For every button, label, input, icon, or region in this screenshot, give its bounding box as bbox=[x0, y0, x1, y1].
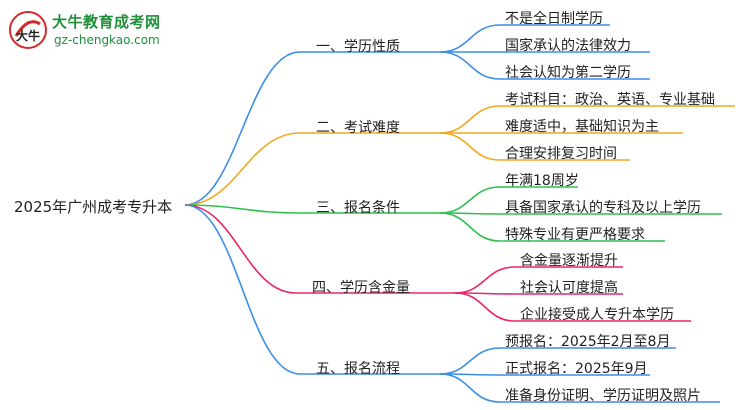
leaf-3-2: 具备国家承认的专科及以上学历 bbox=[505, 200, 701, 216]
branch-5-connector bbox=[184, 204, 301, 375]
leaf-3-1-connector bbox=[439, 186, 501, 214]
leaf-5-2: 正式报名：2025年9月 bbox=[505, 361, 648, 377]
branch-3-label: 三、报名条件 bbox=[316, 200, 400, 216]
leaf-1-1-connector bbox=[439, 24, 501, 53]
leaf-5-3: 准备身份证明、学历证明及照片 bbox=[505, 388, 701, 404]
leaf-2-3-connector bbox=[439, 132, 501, 161]
branch-1-label: 一、学历性质 bbox=[316, 39, 400, 55]
logo: 大牛 大牛教育成考网 gz-chengkao.com bbox=[6, 8, 196, 54]
svg-text:大牛: 大牛 bbox=[16, 28, 40, 43]
leaf-2-1: 考试科目：政治、英语、专业基础 bbox=[505, 92, 715, 108]
leaf-2-3: 合理安排复习时间 bbox=[505, 146, 617, 162]
leaf-1-1: 不是全日制学历 bbox=[505, 11, 603, 27]
leaf-2-1-connector bbox=[439, 105, 501, 134]
branch-1-connector bbox=[184, 51, 301, 206]
leaf-1-2: 国家承认的法律效力 bbox=[505, 38, 631, 54]
leaf-1-3: 社会认知为第二学历 bbox=[505, 65, 631, 81]
leaf-5-1-connector bbox=[439, 347, 501, 375]
branch-3-connector bbox=[184, 204, 301, 214]
leaf-3-3-connector bbox=[439, 212, 501, 242]
leaf-4-1-connector bbox=[454, 266, 516, 294]
branch-4-label: 四、学历含金量 bbox=[312, 280, 410, 296]
leaf-4-3-connector bbox=[454, 292, 516, 322]
branch-4-connector bbox=[184, 204, 297, 294]
leaf-2-2: 难度适中，基础知识为主 bbox=[505, 119, 659, 135]
leaf-4-1: 含金量逐渐提升 bbox=[520, 253, 618, 269]
logo-url: gz-chengkao.com bbox=[54, 33, 160, 47]
leaf-1-3-connector bbox=[439, 51, 501, 80]
leaf-5-1: 预报名：2025年2月至8月 bbox=[505, 334, 671, 350]
mindmap-root: 2025年广州成考专升本 bbox=[14, 198, 173, 216]
branch-2-label: 二、考试难度 bbox=[316, 120, 400, 136]
logo-title: 大牛教育成考网 bbox=[52, 13, 161, 31]
leaf-5-3-connector bbox=[439, 373, 501, 403]
leaf-4-2: 社会认可度提高 bbox=[520, 280, 618, 296]
leaf-4-3: 企业接受成人专升本学历 bbox=[520, 307, 674, 323]
branch-2-connector bbox=[184, 132, 301, 206]
logo-badge-icon: 大牛 bbox=[9, 11, 47, 49]
branch-5-label: 五、报名流程 bbox=[316, 361, 400, 377]
leaf-3-1: 年满18周岁 bbox=[505, 173, 579, 189]
leaf-3-3: 特殊专业有更严格要求 bbox=[505, 227, 645, 243]
